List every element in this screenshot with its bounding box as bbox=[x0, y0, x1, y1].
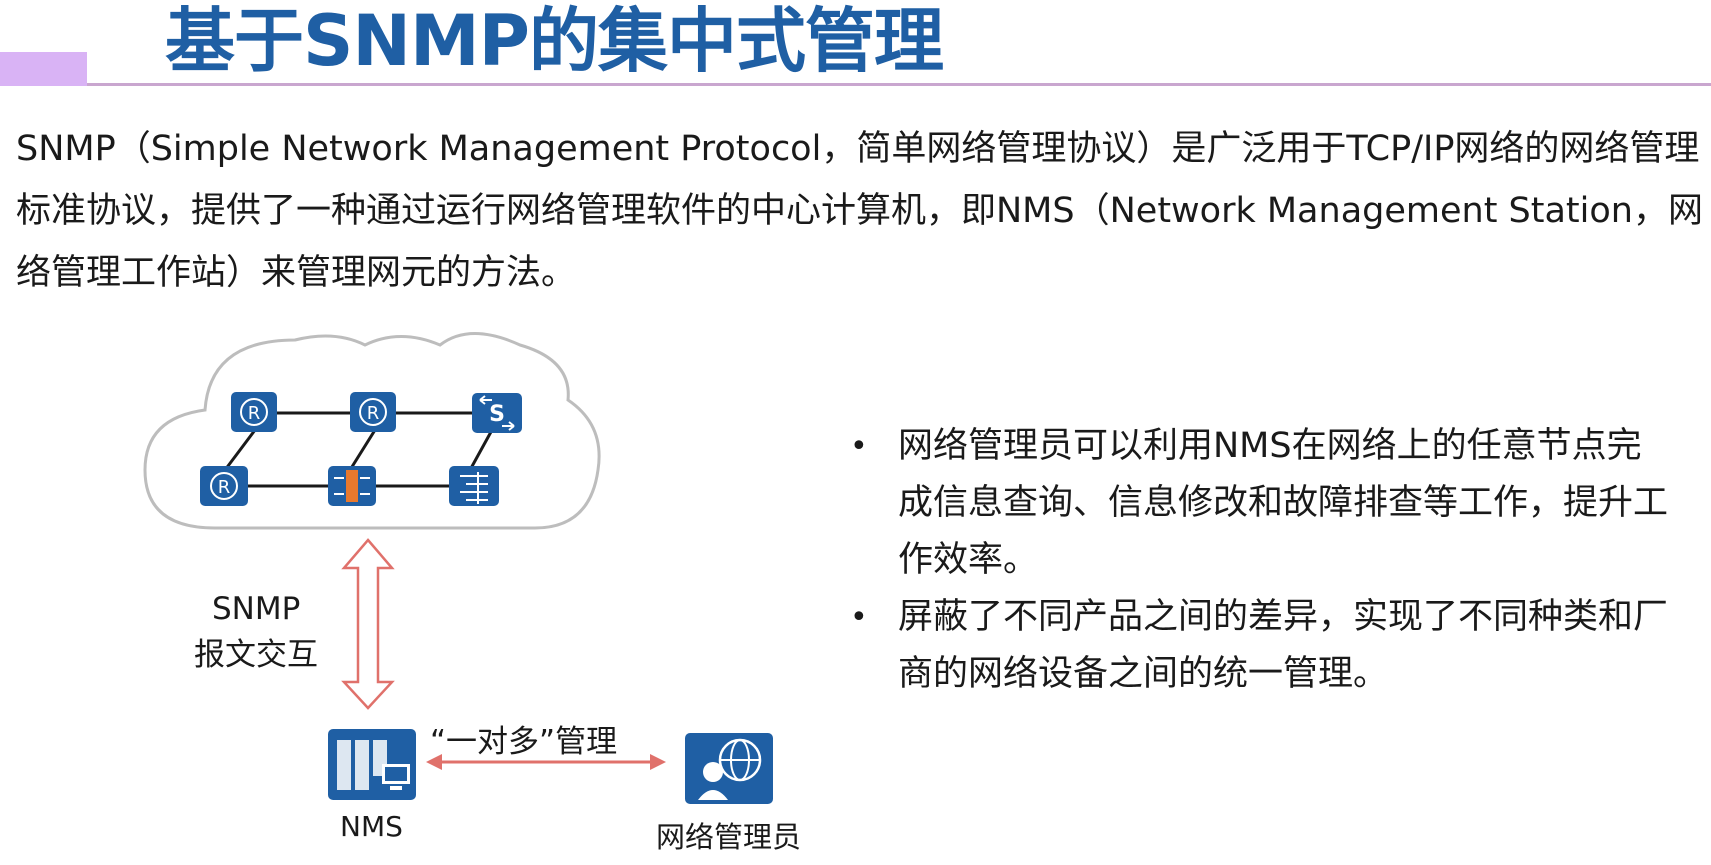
snmp-exchange-label: 报文交互 bbox=[194, 637, 318, 673]
access-switch-icon bbox=[449, 466, 499, 506]
nms-label: NMS bbox=[340, 810, 403, 843]
page-title: 基于SNMP的集中式管理 bbox=[165, 0, 944, 82]
benefits-list: 网络管理员可以利用NMS在网络上的任意节点完成信息查询、信息修改和故障排查等工作… bbox=[850, 418, 1670, 703]
router-icon: R bbox=[350, 392, 396, 432]
server-icon bbox=[328, 729, 416, 800]
svg-text:R: R bbox=[367, 403, 380, 424]
router-icon: R bbox=[200, 466, 248, 506]
title-accent-bar bbox=[0, 52, 87, 86]
list-item: 网络管理员可以利用NMS在网络上的任意节点完成信息查询、信息修改和故障排查等工作… bbox=[850, 418, 1670, 589]
intro-paragraph: SNMP（Simple Network Management Protocol，… bbox=[16, 129, 1703, 293]
list-item: 屏蔽了不同产品之间的差异，实现了不同种类和厂商的网络设备之间的统一管理。 bbox=[850, 589, 1670, 703]
admin-label: 网络管理员 bbox=[656, 820, 802, 854]
svg-text:R: R bbox=[248, 403, 261, 424]
switch-icon: S bbox=[472, 393, 522, 433]
firewall-icon bbox=[328, 466, 376, 506]
snmp-management-diagram: R R R S bbox=[143, 332, 773, 804]
title-divider bbox=[87, 83, 1711, 86]
admin-globe-icon bbox=[685, 733, 773, 804]
router-icon: R bbox=[231, 392, 277, 432]
svg-text:R: R bbox=[218, 477, 231, 498]
snmp-double-arrow bbox=[341, 538, 395, 710]
snmp-label: SNMP bbox=[212, 591, 301, 627]
svg-text:S: S bbox=[489, 402, 505, 427]
one-to-many-label: “一对多”管理 bbox=[430, 724, 618, 760]
one-to-many-arrow bbox=[426, 754, 666, 770]
